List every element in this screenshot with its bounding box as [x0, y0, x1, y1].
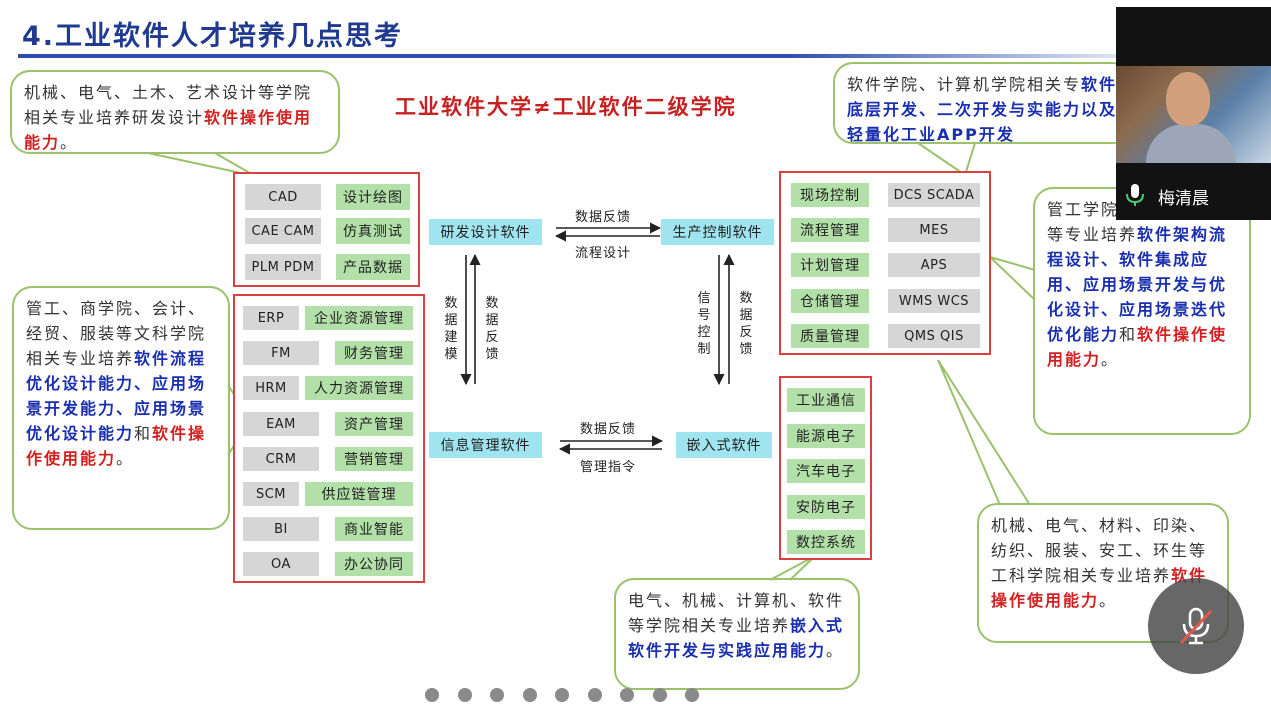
- rd-name-simulation: 仿真测试: [336, 218, 410, 244]
- callout-text-end: 。: [826, 641, 845, 660]
- management-software-group: ERP 企业资源管理 FM 财务管理 HRM 人力资源管理 EAM 资产管理 C…: [233, 294, 425, 583]
- mgmt-name-eam: 资产管理: [335, 412, 413, 436]
- callout-top-right: 软件学院、计算机学院相关专软件底层开发、二次开发与实能力以及轻量化工业APP开发: [833, 62, 1133, 144]
- emb-item-cnc: 数控系统: [787, 530, 865, 554]
- mgmt-name-scm: 供应链管理: [305, 482, 413, 506]
- emb-item-auto: 汽车电子: [787, 459, 865, 483]
- page-dot[interactable]: [620, 688, 634, 702]
- mgmt-code-fm: FM: [243, 341, 319, 365]
- rd-name-product-data: 产品数据: [336, 254, 410, 280]
- microphone-muted-icon: [1179, 607, 1213, 645]
- page-dot[interactable]: [685, 688, 699, 702]
- emb-item-industrial-comm: 工业通信: [787, 388, 865, 412]
- embedded-software-group: 工业通信 能源电子 汽车电子 安防电子 数控系统: [779, 376, 872, 560]
- mgmt-code-erp: ERP: [243, 306, 299, 330]
- label-bottom-feedback: 数据反馈: [580, 422, 637, 437]
- callout-highlight-red: 软件操作使用能力: [26, 424, 207, 468]
- slide-headline: 工业软件大学≠工业软件二级学院: [395, 95, 737, 119]
- title-underline: [18, 54, 1118, 58]
- mgmt-name-erp: 企业资源管理: [305, 306, 413, 330]
- hub-info-mgmt-software: 信息管理软件: [429, 432, 542, 458]
- production-software-group: 现场控制 DCS SCADA 流程管理 MES 计划管理 APS 仓储管理 WM…: [779, 171, 991, 355]
- slide-title: 4.工业软件人才培养几点思考: [22, 21, 404, 52]
- prod-code-wms: WMS WCS: [888, 289, 980, 313]
- callout-text: 电气、机械、计算机、软件等学院相关专业培养: [628, 591, 845, 635]
- mgmt-name-bi: 商业智能: [335, 517, 413, 541]
- rd-name-design: 设计绘图: [336, 184, 410, 210]
- callout-bottom-center: 电气、机械、计算机、软件等学院相关专业培养嵌入式软件开发与实践应用能力。: [614, 578, 860, 690]
- callout-text: 机械、电气、材料、印染、纺织、服装、安工、环生等工科学院相关专业培养: [991, 516, 1208, 585]
- mgmt-code-crm: CRM: [243, 447, 319, 471]
- prod-name-field: 现场控制: [791, 183, 869, 207]
- prod-name-warehouse: 仓储管理: [791, 289, 869, 313]
- callout-text-end: 。: [60, 133, 79, 152]
- callout-highlight-blue: 软件底层开发、二次开发与实能力以及轻量化工业APP开发: [847, 75, 1118, 144]
- callout-highlight-blue: 软件流程优化设计能力、应用场景开发能力、应用场景优化设计能力: [26, 349, 207, 443]
- label-top-feedback: 数据反馈: [575, 210, 632, 225]
- page-dot[interactable]: [490, 688, 504, 702]
- label-top-process-design: 流程设计: [575, 246, 632, 261]
- callout-text-and: 和: [1119, 325, 1138, 344]
- label-right-signal-control: 信号控制: [697, 291, 711, 357]
- participant-name: 梅清晨: [1158, 189, 1209, 209]
- participant-face: [1166, 72, 1210, 126]
- prod-name-quality: 质量管理: [791, 324, 869, 348]
- hub-rd-software: 研发设计软件: [429, 219, 542, 245]
- callout-top-left: 机械、电气、土木、艺术设计等学院相关专业培养研发设计软件操作使用能力。: [10, 70, 340, 154]
- hub-production-software: 生产控制软件: [661, 219, 774, 245]
- page-dot[interactable]: [652, 688, 667, 702]
- mgmt-code-scm: SCM: [243, 482, 299, 506]
- mgmt-code-eam: EAM: [243, 412, 319, 436]
- rd-code-cad: CAD: [245, 184, 321, 210]
- mute-microphone-button[interactable]: [1148, 578, 1244, 674]
- page-dot[interactable]: [587, 688, 602, 702]
- callout-left: 管工、商学院、会计、经贸、服装等文科学院相关专业培养软件流程优化设计能力、应用场…: [12, 286, 230, 530]
- callout-highlight-red: 软件操作使用能力: [1047, 325, 1228, 369]
- callout-highlight-blue: 软件架构流程设计、软件集成应用、应用场景开发与优化设计、应用场景迭代优化能力: [1047, 225, 1228, 344]
- mgmt-code-hrm: HRM: [243, 376, 299, 400]
- emb-item-energy: 能源电子: [787, 424, 865, 448]
- label-bottom-mgmt-command: 管理指令: [580, 460, 637, 475]
- page-dot[interactable]: [457, 688, 472, 702]
- mgmt-name-crm: 营销管理: [335, 447, 413, 471]
- prod-name-plan: 计划管理: [791, 253, 869, 277]
- label-right-data-feedback: 数据反馈: [739, 291, 753, 357]
- rd-software-group: CAD 设计绘图 CAE CAM 仿真测试 PLM PDM 产品数据: [233, 172, 420, 287]
- rd-code-cae: CAE CAM: [245, 218, 321, 244]
- label-left-data-modeling: 数据建模: [444, 296, 458, 362]
- mgmt-code-oa: OA: [243, 552, 319, 576]
- rd-code-plm: PLM PDM: [245, 254, 321, 280]
- callout-highlight-blue: 嵌入式软件开发与实践应用能力: [628, 616, 845, 660]
- page-dot[interactable]: [425, 688, 439, 702]
- page-dot[interactable]: [522, 688, 537, 702]
- callout-right: 管工学院质量管理工程等专业培养软件架构流程设计、软件集成应用、应用场景开发与优化…: [1033, 187, 1251, 435]
- callout-text: 机械、电气、土木、艺术设计等学院相关专业培养研发设计: [24, 83, 313, 127]
- prod-name-process: 流程管理: [791, 218, 869, 242]
- microphone-icon: [1126, 184, 1144, 206]
- prod-code-dcs: DCS SCADA: [888, 183, 980, 207]
- callout-text-and: 和: [134, 424, 153, 443]
- hub-embedded-software: 嵌入式软件: [676, 432, 772, 458]
- emb-item-security: 安防电子: [787, 495, 865, 519]
- callout-text-end: 。: [1101, 350, 1120, 369]
- prod-code-aps: APS: [888, 253, 980, 277]
- prod-code-qms: QMS QIS: [888, 324, 980, 348]
- callout-text-end: 。: [1099, 591, 1118, 610]
- callout-text: 管工、商学院、会计、经贸、服装等文科学院相关专业培养: [26, 299, 207, 368]
- callout-text-end: 。: [116, 449, 135, 468]
- label-left-data-feedback: 数据反馈: [485, 296, 499, 362]
- mgmt-name-oa: 办公协同: [335, 552, 413, 576]
- mgmt-name-fm: 财务管理: [335, 341, 413, 365]
- prod-code-mes: MES: [888, 218, 980, 242]
- callout-text: 软件学院、计算机学院相关专: [847, 75, 1082, 94]
- callout-highlight-red: 软件操作使用能力: [24, 108, 313, 152]
- mgmt-name-hrm: 人力资源管理: [305, 376, 413, 400]
- page-dot[interactable]: [555, 688, 569, 702]
- mgmt-code-bi: BI: [243, 517, 319, 541]
